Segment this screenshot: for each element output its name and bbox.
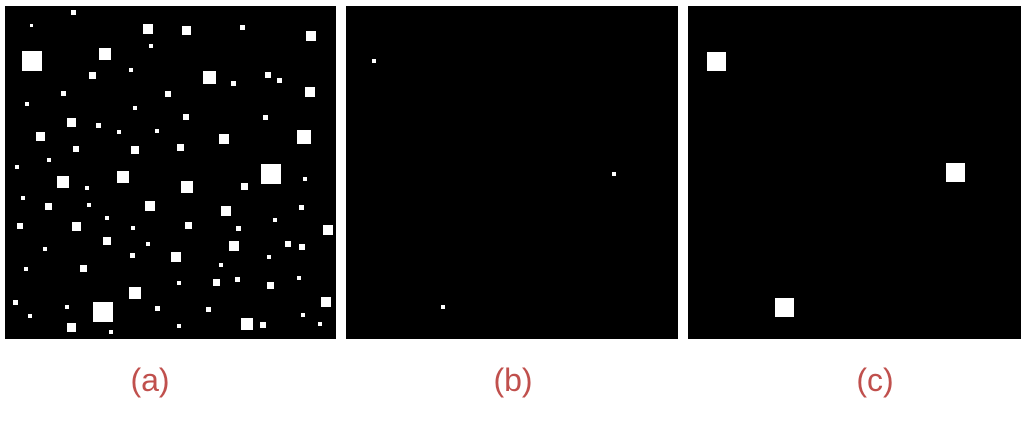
white-square: [318, 322, 322, 326]
white-square: [183, 114, 189, 120]
white-square: [177, 281, 181, 285]
white-square: [323, 225, 333, 235]
white-square: [946, 163, 965, 182]
panel-b-image: [346, 6, 678, 339]
white-square: [219, 263, 223, 267]
white-square: [285, 241, 291, 247]
white-square: [149, 44, 153, 48]
white-square: [80, 265, 87, 272]
white-square: [24, 267, 28, 271]
white-square: [93, 302, 113, 322]
white-square: [241, 318, 253, 330]
white-square: [145, 201, 155, 211]
white-square: [131, 146, 139, 154]
white-square: [181, 181, 193, 193]
white-square: [213, 279, 220, 286]
white-square: [73, 146, 79, 152]
white-square: [105, 216, 109, 220]
white-square: [67, 118, 76, 127]
white-square: [25, 102, 29, 106]
white-square: [22, 51, 42, 71]
white-square: [133, 106, 137, 110]
white-square: [273, 218, 277, 222]
white-square: [89, 72, 96, 79]
white-square: [71, 10, 76, 15]
white-square: [707, 52, 726, 71]
white-square: [299, 244, 305, 250]
white-square: [65, 305, 69, 309]
white-square: [299, 205, 304, 210]
white-square: [240, 25, 245, 30]
white-square: [146, 242, 150, 246]
white-square: [775, 298, 794, 317]
white-square: [155, 306, 160, 311]
white-square: [182, 26, 191, 35]
white-square: [17, 223, 23, 229]
white-square: [165, 91, 171, 97]
white-square: [231, 81, 236, 86]
white-square: [96, 123, 101, 128]
white-square: [57, 176, 69, 188]
white-square: [277, 78, 282, 83]
white-square: [229, 241, 239, 251]
white-square: [261, 164, 281, 184]
white-square: [87, 203, 91, 207]
white-square: [143, 24, 153, 34]
white-square: [241, 183, 248, 190]
panel-c-image: [688, 6, 1021, 339]
white-square: [43, 247, 47, 251]
white-square: [131, 226, 135, 230]
white-square: [117, 130, 121, 134]
white-square: [61, 91, 66, 96]
white-square: [236, 226, 241, 231]
white-square: [13, 300, 18, 305]
white-square: [21, 196, 25, 200]
caption-c: (c): [856, 362, 894, 398]
white-square: [372, 59, 376, 63]
white-square: [117, 171, 129, 183]
white-square: [177, 144, 184, 151]
white-square: [36, 132, 45, 141]
white-square: [265, 72, 271, 78]
white-square: [305, 87, 315, 97]
white-square: [301, 313, 305, 317]
white-square: [85, 186, 89, 190]
white-square: [99, 48, 111, 60]
white-square: [267, 282, 274, 289]
white-square: [219, 134, 229, 144]
white-square: [206, 307, 211, 312]
white-square: [235, 277, 240, 282]
caption-b: (b): [493, 362, 533, 398]
white-square: [221, 206, 231, 216]
white-square: [297, 276, 301, 280]
white-square: [321, 297, 331, 307]
white-square: [171, 252, 181, 262]
white-square: [260, 322, 266, 328]
white-square: [303, 177, 307, 181]
white-square: [103, 237, 111, 245]
white-square: [185, 222, 192, 229]
white-square: [263, 115, 268, 120]
white-square: [47, 158, 51, 162]
white-square: [45, 203, 52, 210]
white-square: [28, 314, 32, 318]
white-square: [177, 324, 181, 328]
white-square: [15, 165, 19, 169]
white-square: [72, 222, 81, 231]
white-square: [109, 330, 113, 334]
white-square: [130, 253, 135, 258]
white-square: [67, 323, 76, 332]
white-square: [441, 305, 445, 309]
white-square: [297, 130, 311, 144]
white-square: [155, 129, 159, 133]
caption-a: (a): [130, 362, 170, 398]
white-square: [203, 71, 216, 84]
panel-a-image: [5, 6, 336, 339]
white-square: [30, 24, 33, 27]
white-square: [129, 68, 133, 72]
white-square: [267, 255, 271, 259]
white-square: [129, 287, 141, 299]
white-square: [306, 31, 316, 41]
white-square: [612, 172, 616, 176]
